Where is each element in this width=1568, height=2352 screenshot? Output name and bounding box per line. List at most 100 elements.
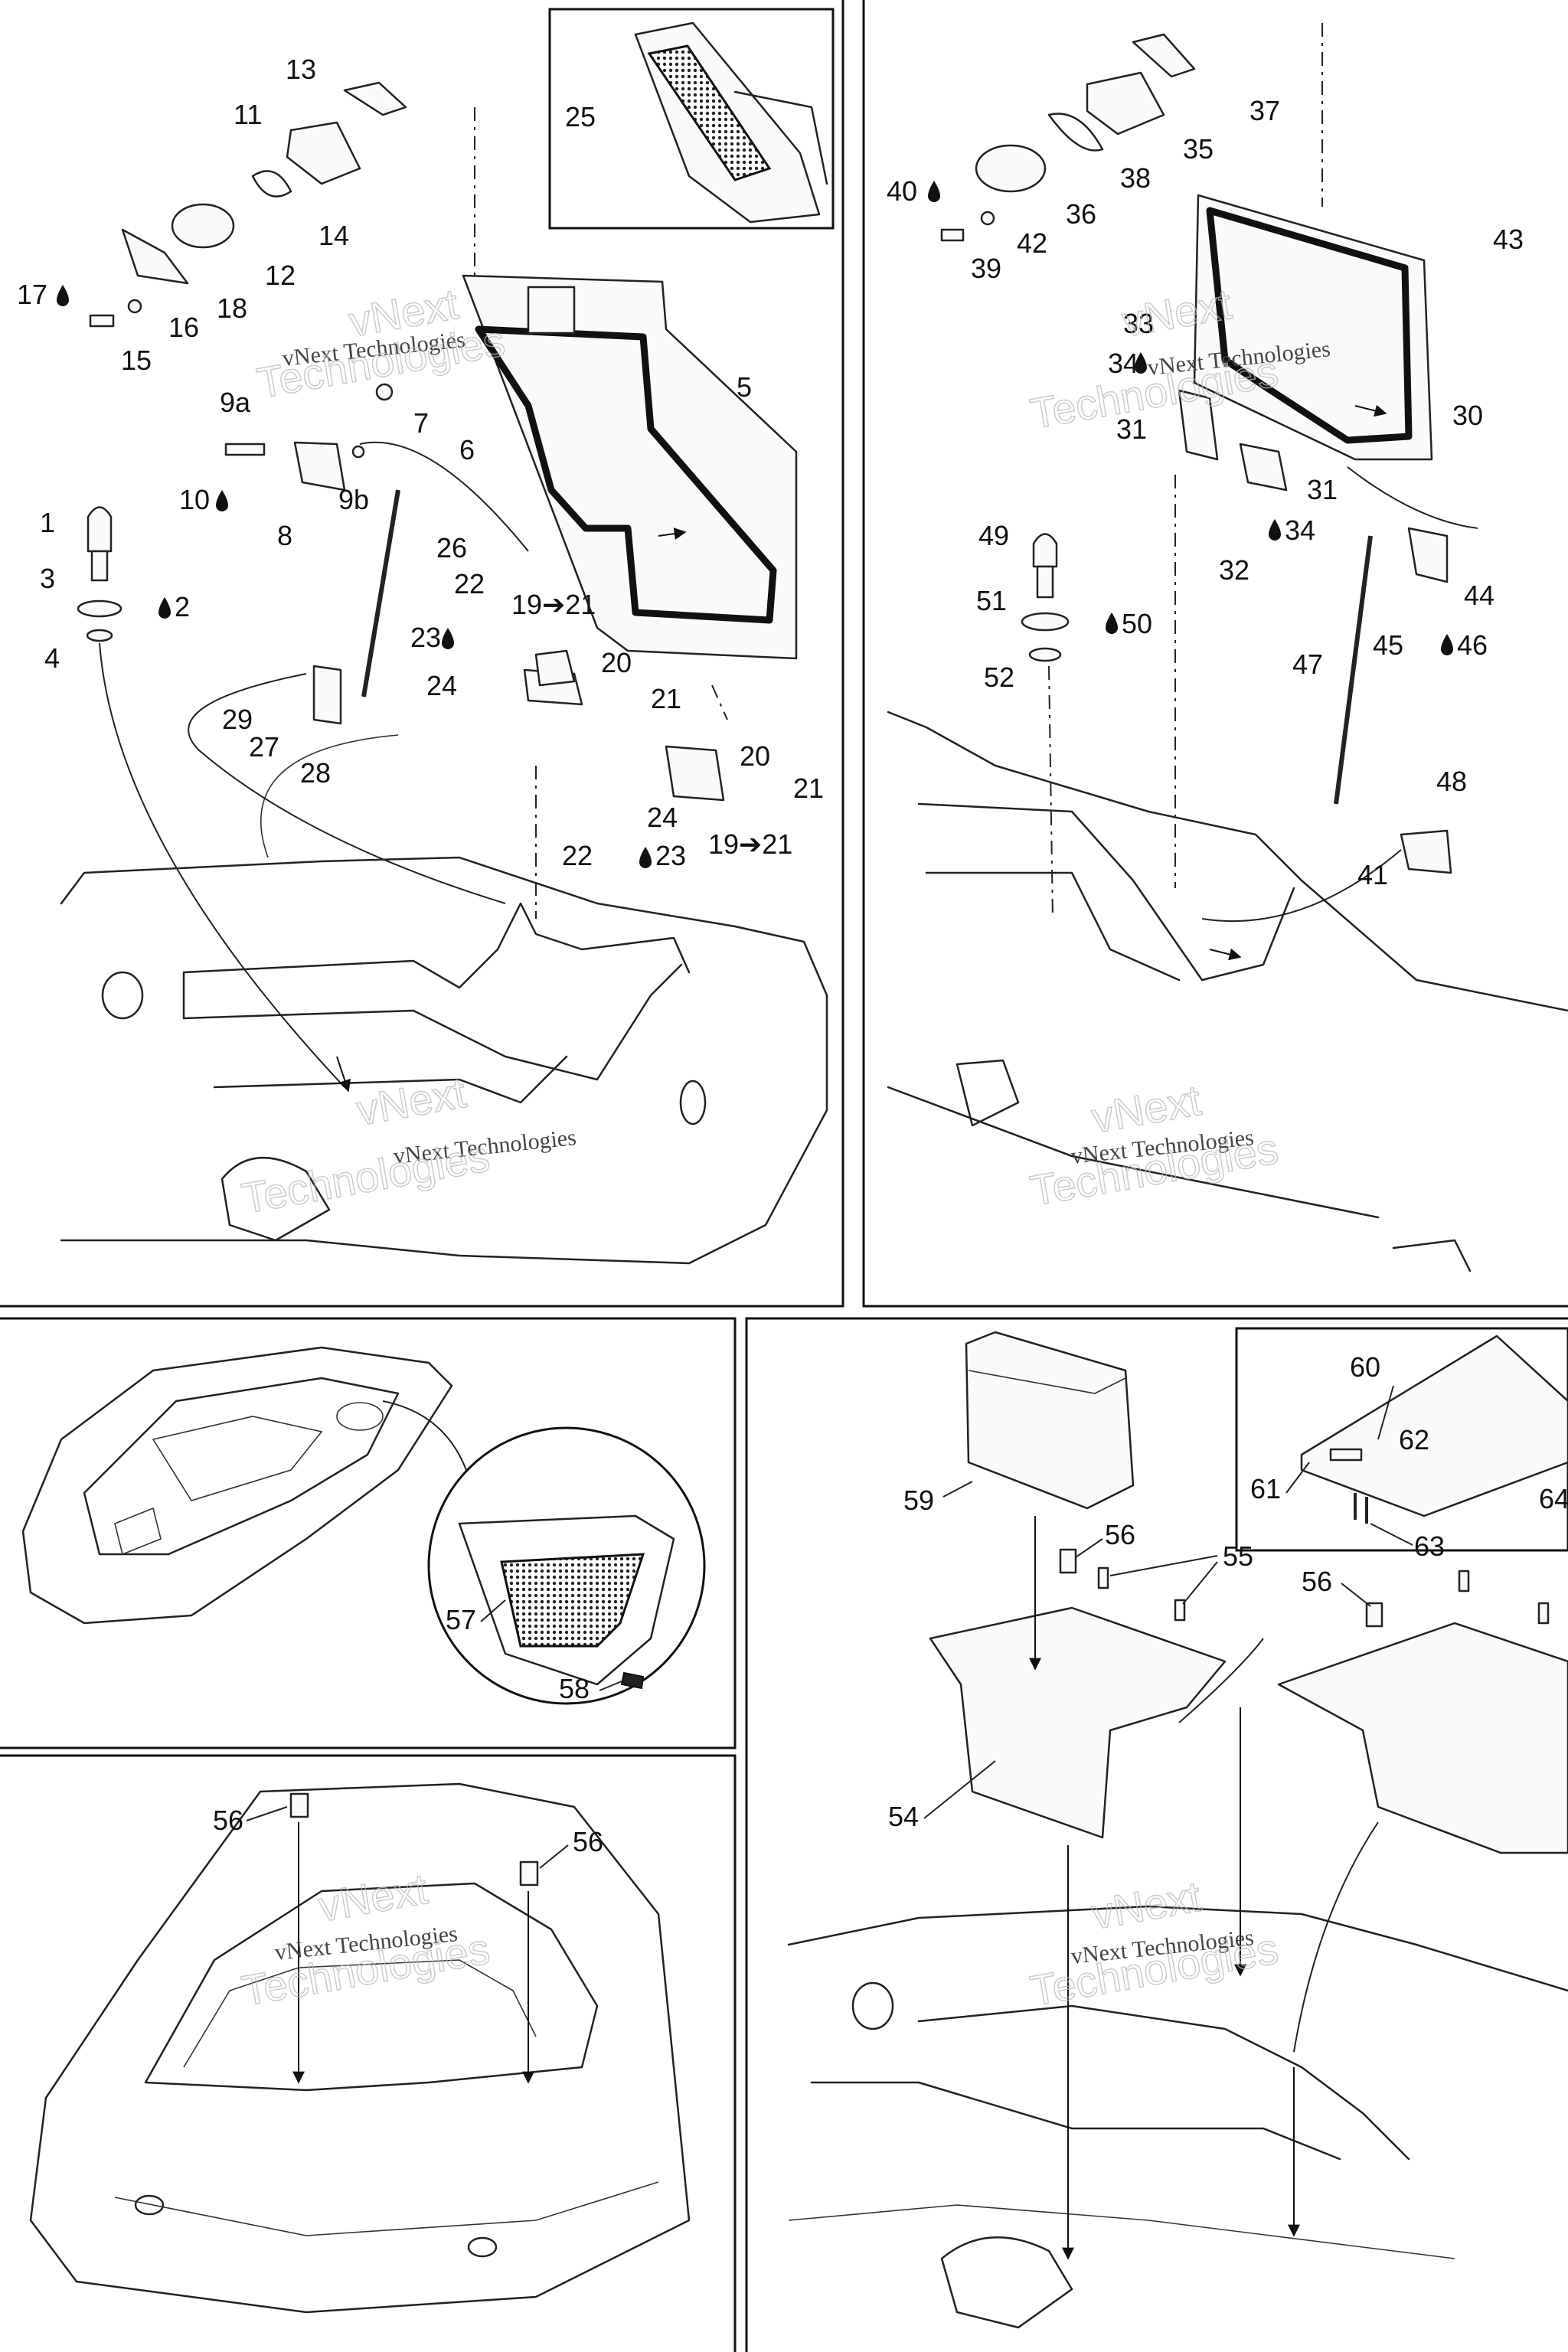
callout-9b: 9b — [338, 484, 369, 515]
hull-deck-lower — [810, 2081, 1341, 2161]
bumper-49 — [1032, 533, 1058, 568]
washer-3 — [77, 599, 122, 618]
callout-39: 39 — [971, 253, 1001, 284]
screw-15 — [89, 314, 115, 328]
leader-63 — [1370, 1523, 1413, 1546]
hull-cupholder — [101, 971, 144, 1020]
spring-14 — [251, 170, 292, 198]
hull-storage-floor — [213, 1055, 568, 1104]
callout-52: 52 — [984, 662, 1014, 693]
latch-part-37 — [1132, 33, 1196, 78]
drop-icon-23b — [639, 847, 652, 868]
spring-38 — [1047, 113, 1104, 152]
callout-44: 44 — [1464, 580, 1494, 611]
detail-mesh-57 — [500, 1553, 645, 1648]
washer-4 — [86, 629, 113, 642]
callout-22b: 22 — [562, 840, 593, 871]
callout-55: 55 — [1223, 1540, 1253, 1572]
callout-41: 41 — [1357, 859, 1388, 890]
watermarks-bottom-right: vNext Technologies vNext Technologies — [1026, 1871, 1282, 2015]
callout-7: 7 — [413, 407, 429, 439]
callout-11: 11 — [234, 99, 262, 130]
hinge-plate-upper — [534, 649, 576, 687]
bumper-49-stud — [1036, 565, 1054, 599]
callout-4: 4 — [44, 642, 60, 674]
sealant-drops-top-right — [928, 181, 1453, 655]
callout-56c: 56 — [1105, 1519, 1135, 1550]
bracket-18 — [121, 228, 189, 285]
callout-28: 28 — [300, 757, 331, 789]
callout-8: 8 — [277, 520, 292, 551]
curve-bracket-to-hull-right — [1201, 849, 1402, 923]
nut-9b — [351, 445, 365, 459]
callout-16: 16 — [168, 312, 199, 343]
callout-21b: 21 — [793, 773, 824, 804]
inset-frame — [548, 8, 835, 230]
panel-bottom-left: 56 56 vNext Technologies vNext Technolog… — [29, 1782, 691, 2314]
callout-46: 46 — [1457, 629, 1488, 661]
hinge-31a — [1178, 389, 1219, 461]
callout-57: 57 — [446, 1604, 476, 1635]
drop-icon-2 — [158, 597, 171, 619]
callout-18: 18 — [217, 292, 247, 324]
callout-20b: 20 — [740, 740, 770, 772]
callout-29: 29 — [222, 704, 253, 735]
drop-icon-17 — [57, 285, 69, 306]
callout-34a: 34 — [1108, 348, 1138, 379]
leader-60 — [1377, 1385, 1394, 1440]
gas-spring-26 — [361, 489, 400, 697]
screw-56c — [1059, 1548, 1077, 1574]
callout-54: 54 — [888, 1801, 919, 1832]
curve-right-bin-to-hull — [1293, 1821, 1379, 2053]
callout-42: 42 — [1017, 227, 1047, 259]
hull-cleat — [956, 1059, 1020, 1127]
leader-61 — [1285, 1462, 1310, 1494]
callout-23: 23 — [410, 622, 441, 653]
callout-35: 35 — [1183, 133, 1214, 165]
screw-55d — [1537, 1602, 1550, 1625]
callout-45: 45 — [1373, 629, 1403, 661]
inset-frame-bottom-right — [1235, 1327, 1568, 1552]
callouts-bottom-left: 56 56 — [213, 1805, 603, 1857]
latch-plate-11 — [286, 121, 361, 185]
detail-fastener-58 — [620, 1671, 645, 1690]
leader-56b — [539, 1844, 569, 1869]
callout-34b: 34 — [1285, 514, 1315, 546]
arrow-storage-right — [1209, 948, 1242, 961]
washer-16 — [127, 299, 142, 314]
bow-porthole-right — [467, 2236, 498, 2258]
boat-overview-deck — [83, 1377, 400, 1556]
bow-porthole-left — [134, 2194, 165, 2216]
latch-part-13 — [343, 81, 407, 116]
callout-32: 32 — [1219, 554, 1250, 586]
callout-27: 27 — [249, 731, 279, 763]
bow-inner-rim — [183, 1959, 537, 2068]
storage-lid-5 — [462, 274, 798, 660]
callout-36: 36 — [1066, 198, 1096, 230]
screw-56b — [519, 1860, 539, 1886]
callout-58: 58 — [559, 1673, 590, 1704]
watermark-large-9: vNext — [315, 1864, 431, 1931]
callout-12: 12 — [265, 260, 296, 291]
hull-drain-plate — [220, 1157, 331, 1242]
callouts-top-left: 13 11 14 12 18 17 16 15 25 5 7 6 9a 10 9… — [17, 54, 824, 871]
watermarks-bottom-left: vNext Technologies vNext Technologies — [237, 1864, 493, 2015]
storage-bin-right — [1277, 1622, 1568, 1854]
callout-50: 50 — [1122, 608, 1152, 639]
panel-top-right: 37 35 38 40 36 42 39 43 33 34 30 31 31 3… — [887, 23, 1568, 1272]
callout-10: 10 — [179, 484, 210, 515]
callout-17: 17 — [17, 279, 47, 310]
arrow-seal — [658, 528, 687, 540]
screw-55a — [1097, 1566, 1109, 1589]
callout-38: 38 — [1120, 162, 1151, 194]
callout-6: 6 — [459, 434, 475, 466]
callouts-top-right: 37 35 38 40 36 42 39 43 33 34 30 31 31 3… — [887, 95, 1524, 890]
bumper-1 — [87, 506, 113, 553]
lid-hinge-recess — [527, 286, 576, 335]
callout-33: 33 — [1123, 308, 1154, 339]
panel-bottom-right-frame — [745, 1317, 1568, 2352]
callout-43: 43 — [1493, 224, 1524, 255]
watermark-large-4: Technologies — [238, 1132, 493, 1223]
